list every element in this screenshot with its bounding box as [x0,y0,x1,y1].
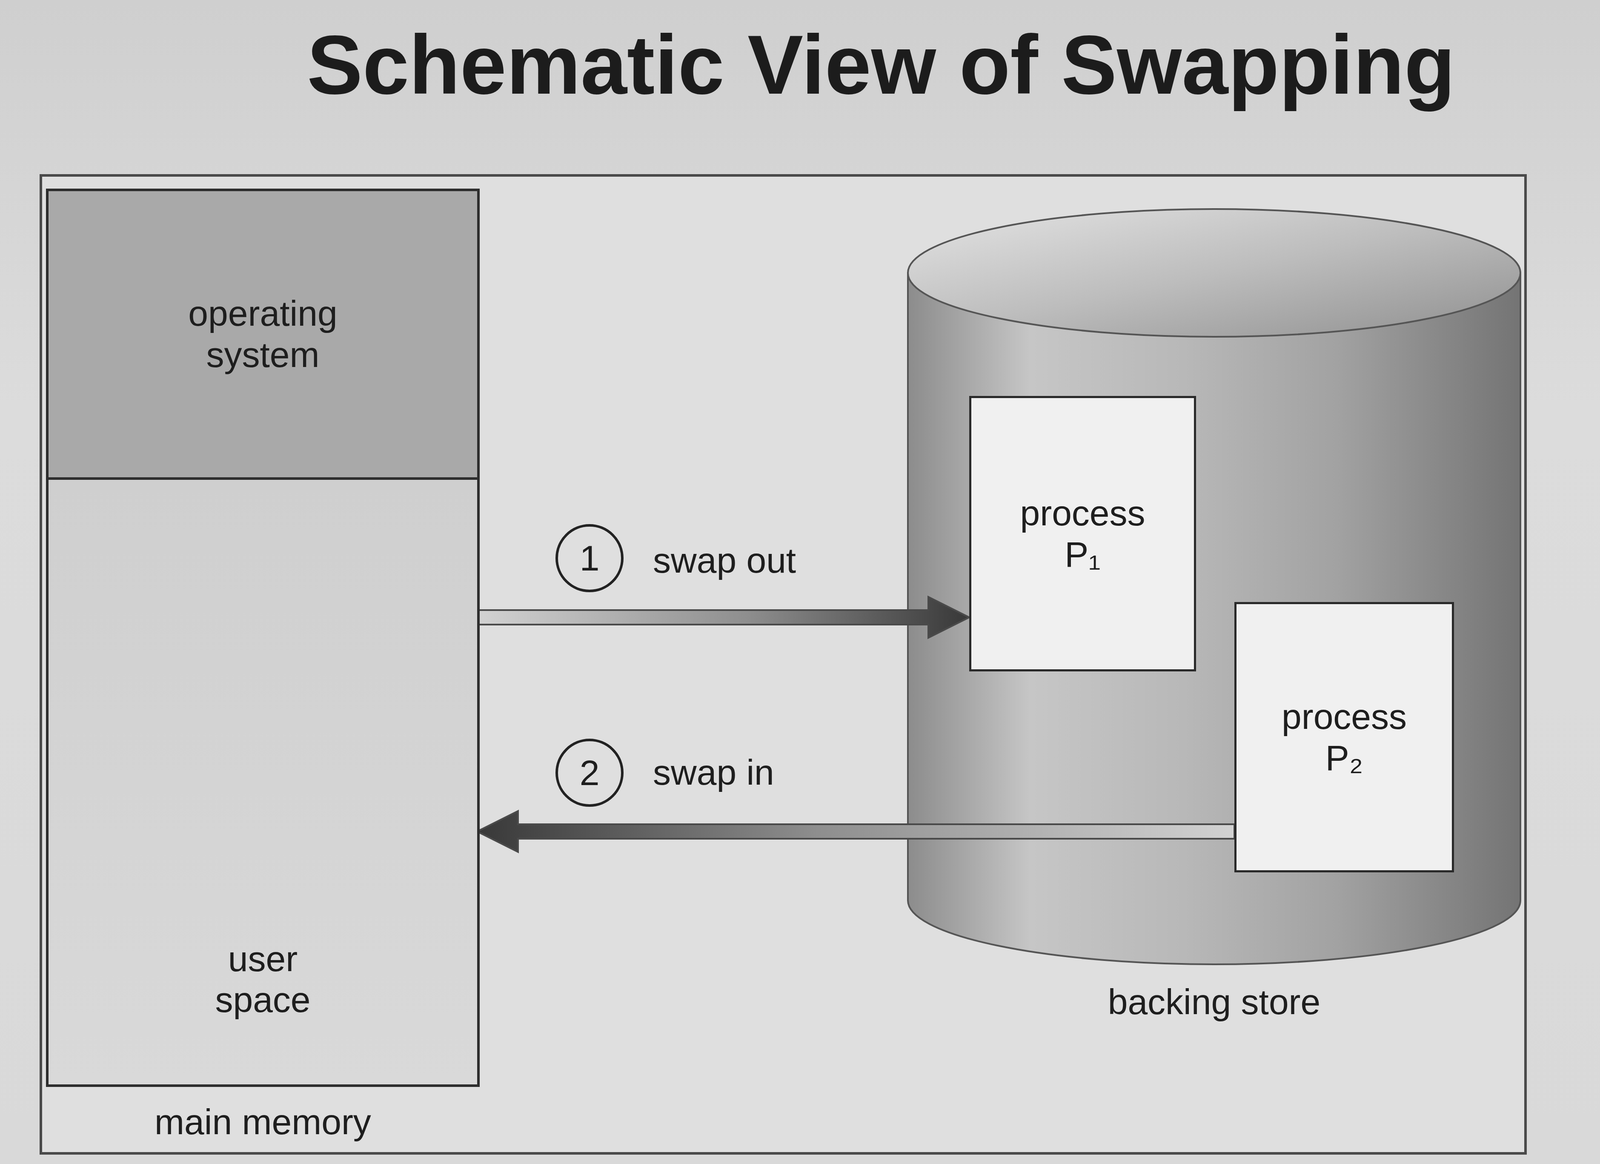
diagram-title: Schematic View of Swapping [178,17,1584,113]
backing-store-cylinder: backing storeprocess P₁process P₂ [907,208,1521,965]
node-label: process P₁ [1010,492,1156,575]
node-label: process P₂ [1271,695,1417,779]
swap-arrow [477,810,1235,852]
cylinder-top [907,208,1521,337]
user-space-region: user space [48,479,478,1085]
node-label: operating system [169,292,357,375]
node-caption: main memory [0,1101,563,1143]
cylinder-body [907,272,1521,965]
os-region: operating system [48,191,478,480]
callout-number: 2 [555,738,624,807]
memory-column: main memoryoperating systemuser space [45,188,480,1087]
node-label: user space [199,938,327,1021]
edge-label: swap in [652,751,775,793]
process-box: process P₁ [969,395,1197,672]
process-box: process P₂ [1234,601,1455,873]
callout-number: 1 [555,523,624,593]
edge-label: swap out [652,539,796,582]
swap-arrow [477,596,970,638]
node-caption: backing store [822,981,1600,1023]
